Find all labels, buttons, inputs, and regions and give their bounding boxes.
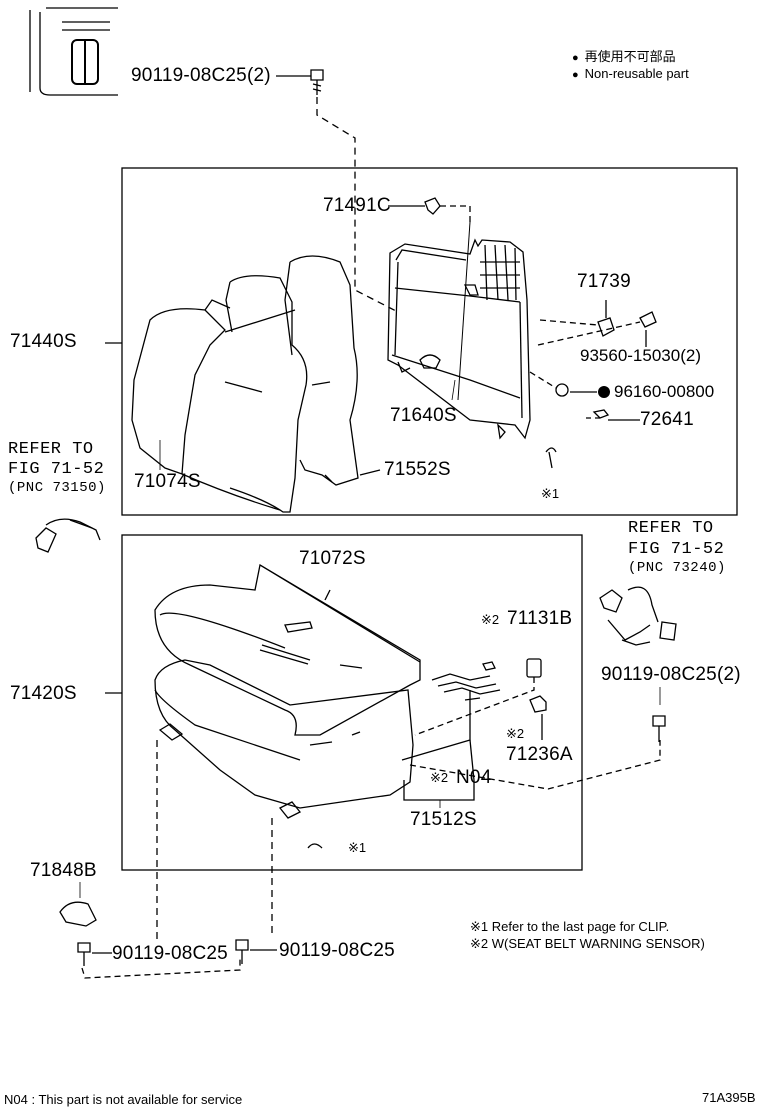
refer-left-line1[interactable]: REFER TO [8,440,94,459]
bolt-bottom-mid-icon [235,939,249,964]
part-label-71074S[interactable]: 71074S [134,471,201,492]
washer-96160-icon [555,383,569,397]
seat-belt-buckle-icon [35,518,101,553]
sensor-mark-N04: ※2 [430,770,449,785]
clip-mark-lower: ※1 [348,840,367,855]
vehicle-locator-icon [29,7,118,96]
part-label-90119-top[interactable]: 90119-08C25(2) [131,65,271,86]
bolt-bottom-left-icon [77,942,91,966]
seat-belt-buckle-right-icon [599,586,677,646]
bolt-72641-icon [592,409,610,419]
legend-non-reusable-en: ●Non-reusable part [572,66,689,81]
part-label-71420S[interactable]: 71420S [10,683,77,704]
bolt-right-icon [652,715,666,742]
seatback-group-box [121,167,738,516]
footer-n04-note: N04 : This part is not available for ser… [4,1092,243,1107]
seatback-pad [224,275,308,513]
part-label-90119-bottom-mid[interactable]: 90119-08C25 [279,940,395,961]
part-label-90119-right[interactable]: 90119-08C25(2) [601,664,741,685]
note-sensor: ※2 W(SEAT BELT WARNING SENSOR) [470,936,705,951]
part-label-71552S[interactable]: 71552S [384,459,451,480]
part-label-72641[interactable]: 72641 [640,409,694,430]
note-clip: ※1 Refer to the last page for CLIP. [470,919,670,934]
seatback-cover-front [131,299,296,511]
refer-left-line2[interactable]: FIG 71-52 [8,460,105,479]
part-label-71739[interactable]: 71739 [577,271,631,292]
part-label-93560[interactable]: 93560-15030(2) [580,346,701,365]
part-label-71512S[interactable]: 71512S [410,809,477,830]
part-label-90119-bottom-left[interactable]: 90119-08C25 [112,943,228,964]
cap-71848B [59,901,97,927]
part-label-71072S[interactable]: 71072S [299,548,366,569]
seat-cushion-pad [154,659,414,819]
part-label-N04[interactable]: N04 [456,767,492,788]
figure-code: 71A395B [702,1090,756,1105]
part-label-71640S[interactable]: 71640S [390,405,457,426]
clip-mark-upper: ※1 [541,486,560,501]
refer-right-line2[interactable]: FIG 71-52 [628,540,725,559]
seatback-frame [387,221,531,440]
part-label-71848B[interactable]: 71848B [30,860,97,881]
part-label-71440S[interactable]: 71440S [10,331,77,352]
sensor-71131B [526,658,542,678]
bolt-93560-icon [639,311,657,328]
part-label-96160[interactable]: 96160-00800 [614,382,715,401]
refer-left-line3[interactable]: (PNC 73150) [8,480,106,496]
seat-cushion-cover [154,563,421,736]
part-label-71491C[interactable]: 71491C [323,195,391,216]
part-label-71131B[interactable]: 71131B [507,608,573,629]
seatback-cover-rear [284,255,359,486]
sensor-mark-71236A: ※2 [506,726,525,741]
nut-71739-icon [597,317,615,337]
bolt-icon [310,69,324,95]
refer-right-line3[interactable]: (PNC 73240) [628,560,726,576]
legend-non-reusable-jp: ●再使用不可部品 [572,49,676,64]
part-label-71236A[interactable]: 71236A [506,744,573,765]
refer-right-line1[interactable]: REFER TO [628,519,714,538]
seat-cushion-group-box [121,534,583,871]
sensor-mark-71131B: ※2 [481,612,500,627]
wire-harness [401,661,501,781]
